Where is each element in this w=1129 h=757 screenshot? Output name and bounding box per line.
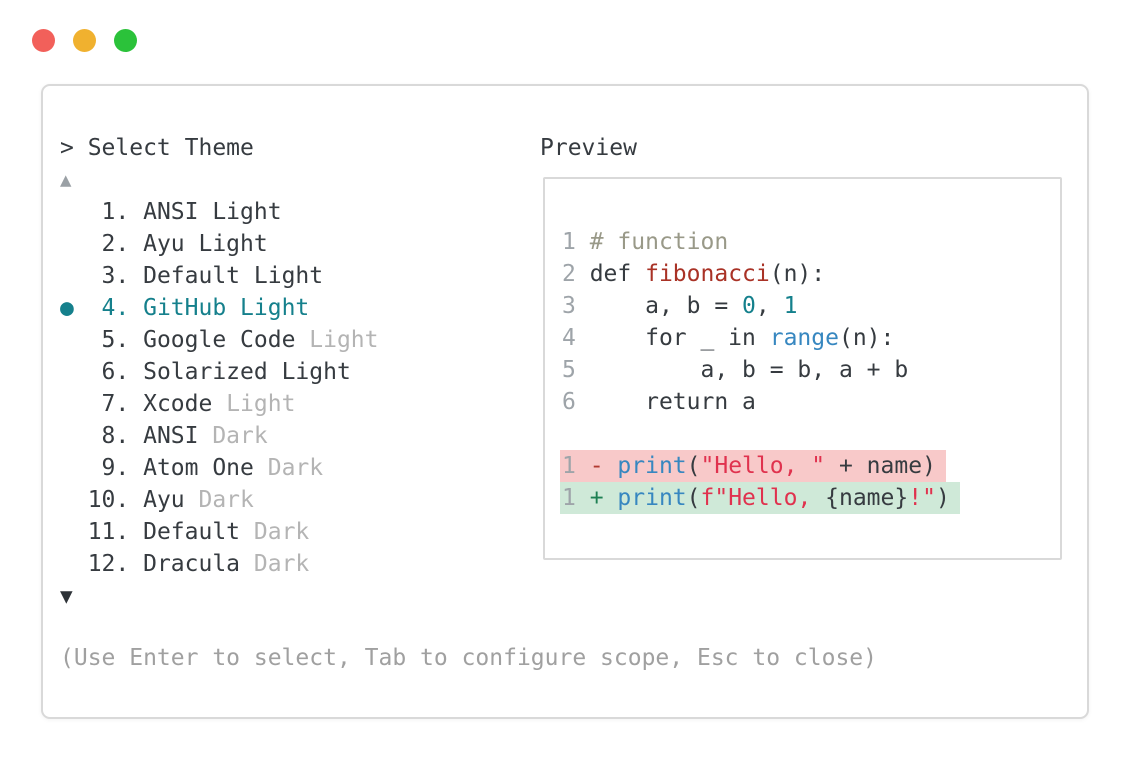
theme-list-item[interactable]: 8. ANSI Dark (87, 423, 268, 449)
scroll-down-icon[interactable]: ▼ (60, 584, 73, 608)
code-preview-pane: 1 # function 2 def fibonacci(n): 3 a, b = … (543, 177, 1062, 560)
theme-list: 1. ANSI Light 2. Ayu Light 3. Default Li… (60, 196, 379, 580)
theme-picker-dialog: > Select Theme ▲ 1. ANSI Light 2. Ayu Li… (41, 84, 1089, 719)
window-controls (32, 29, 137, 52)
theme-list-item[interactable]: 9. Atom One Dark (87, 455, 324, 481)
code-line: 1 + print(f"Hello, {name}!") (560, 482, 1050, 514)
theme-list-item[interactable]: 11. Default Dark (87, 519, 310, 545)
maximize-window-icon[interactable] (114, 29, 137, 52)
code-preview-lines: 1 # function 2 def fibonacci(n): 3 a, b = … (560, 226, 1050, 514)
theme-list-item[interactable]: 10. Ayu Dark (87, 487, 254, 513)
theme-list-item[interactable]: 2. Ayu Light (87, 231, 268, 257)
select-theme-prompt: > Select Theme (60, 135, 254, 161)
theme-list-item[interactable]: 1. ANSI Light (87, 199, 282, 225)
scroll-up-icon[interactable]: ▲ (60, 169, 72, 191)
code-line: 4 for _ in range(n): (562, 325, 895, 351)
code-line: 2 def fibonacci(n): (562, 261, 826, 287)
theme-list-item[interactable]: 12. Dracula Dark (87, 551, 310, 577)
code-line: 1 - print("Hello, " + name) (560, 450, 1050, 482)
theme-list-item[interactable]: 7. Xcode Light (87, 391, 296, 417)
close-window-icon[interactable] (32, 29, 55, 52)
code-line: 6 return a (562, 389, 756, 415)
theme-list-item[interactable]: 5. Google Code Light (87, 327, 379, 353)
keyboard-hints: (Use Enter to select, Tab to configure s… (60, 645, 877, 671)
minimize-window-icon[interactable] (73, 29, 96, 52)
code-line: 5 a, b = b, a + b (562, 357, 909, 383)
theme-list-item[interactable]: 6. Solarized Light (87, 359, 351, 385)
code-line (562, 418, 1050, 450)
theme-list-item[interactable]: 3. Default Light (87, 263, 324, 289)
code-line: 3 a, b = 0, 1 (562, 293, 798, 319)
theme-list-item[interactable]: ● 4. GitHub Light (60, 295, 310, 321)
code-line: 1 # function (562, 229, 729, 255)
preview-title: Preview (540, 135, 637, 161)
